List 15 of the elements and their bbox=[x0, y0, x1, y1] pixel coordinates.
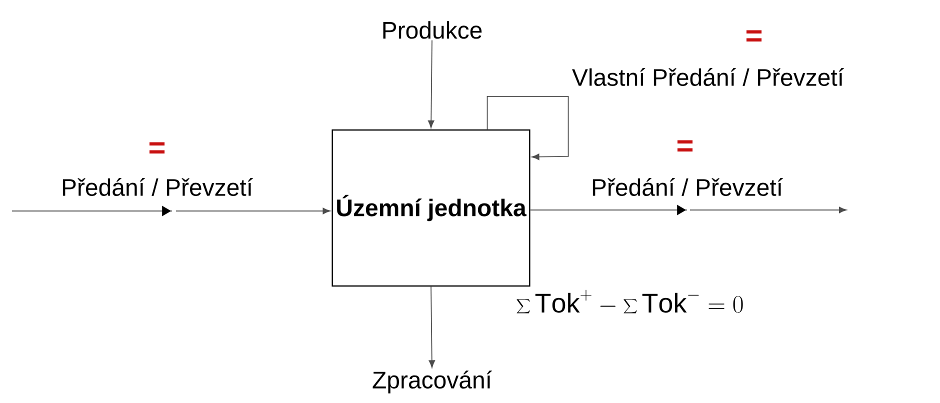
arrow bbox=[530, 204, 847, 216]
edge-label: Vlastní Předání / Převzetí bbox=[572, 68, 844, 86]
arrow bbox=[12, 206, 330, 216]
unit-box: Územní jednotka bbox=[332, 129, 530, 287]
balance-formula: $\sum \mathrm{Tok}^{+} - \sum \mathrm{Tok}^{-} = 0$ bbox=[516, 290, 743, 314]
edge-label: Předání / Převzetí bbox=[592, 178, 783, 196]
flow-label: Zpracování bbox=[372, 370, 492, 394]
edge-label: Předání / Převzetí bbox=[62, 178, 253, 196]
equals-sign: = bbox=[150, 142, 165, 154]
equals-sign: = bbox=[746, 30, 762, 42]
arrow bbox=[428, 40, 434, 128]
arrow bbox=[428, 286, 436, 368]
equals-sign: = bbox=[677, 140, 693, 152]
flow-label: Produkce bbox=[383, 21, 482, 39]
arrow bbox=[486, 96, 569, 160]
